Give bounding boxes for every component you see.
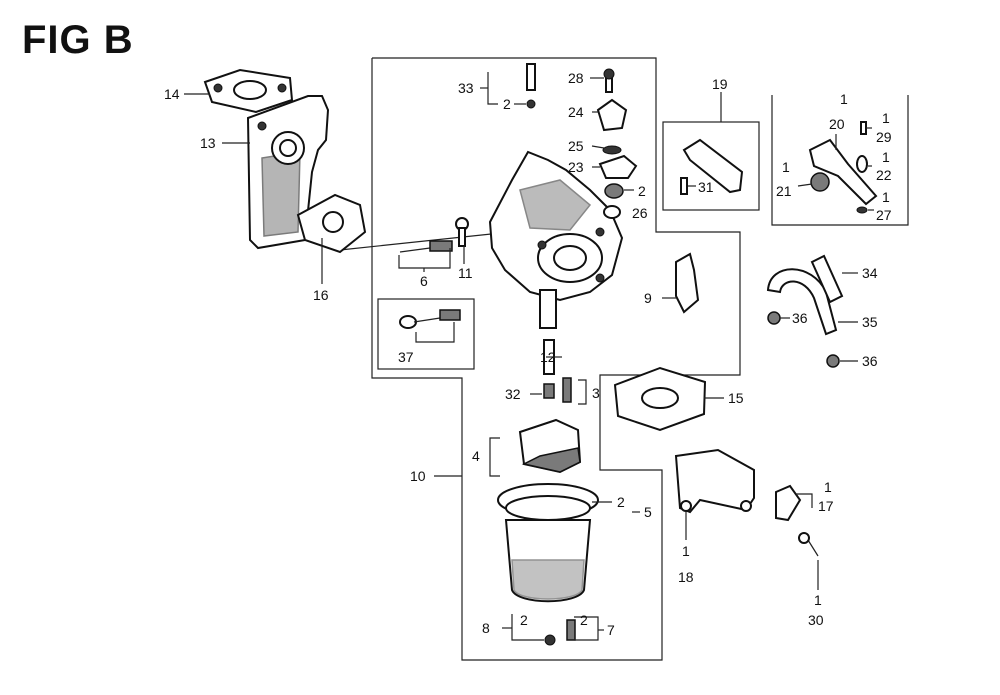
callout-23: 23 <box>568 159 584 175</box>
bolt-30 <box>798 532 819 557</box>
callout-26: 26 <box>632 205 648 221</box>
callout-36-upper: 36 <box>792 310 808 326</box>
callout-35: 35 <box>862 314 878 330</box>
callout-7-qty: 2 <box>580 612 588 628</box>
callout-32: 32 <box>505 386 521 402</box>
gasket-15 <box>613 366 707 432</box>
callout-30-qty: 1 <box>814 592 822 608</box>
bracket-18 <box>674 448 755 514</box>
callout-24: 24 <box>568 104 584 120</box>
callout-27-qty: 1 <box>882 189 890 205</box>
carburetor-assembly-outline <box>371 57 741 661</box>
callout-5-qty: 2 <box>617 494 625 510</box>
lever-19 <box>680 138 744 195</box>
callout-27: 27 <box>876 207 892 223</box>
callout-6: 6 <box>420 273 428 289</box>
part-9 <box>675 252 700 314</box>
lever-19-box <box>662 121 760 211</box>
leader-lines <box>184 72 874 641</box>
callout-4: 4 <box>472 448 480 464</box>
callout-21-qty: 1 <box>782 159 790 175</box>
carburetor-body <box>488 150 624 329</box>
callout-18-qty: 1 <box>682 543 690 559</box>
insulator-gasket-16 <box>296 193 367 254</box>
insulator-connector-line <box>339 231 511 251</box>
callout-9: 9 <box>644 290 652 306</box>
top-screws <box>526 63 638 219</box>
callout-26-qty: 2 <box>638 183 646 199</box>
screws-6-11 <box>399 217 469 253</box>
callout-17-qty: 1 <box>824 479 832 495</box>
callout-18: 18 <box>678 569 694 585</box>
callout-12: 12 <box>540 349 556 365</box>
callout-3: 3 <box>592 385 600 401</box>
callout-5: 5 <box>644 504 652 520</box>
callout-20-qty: 1 <box>840 91 848 107</box>
callout-37: 37 <box>398 349 414 365</box>
callout-16: 16 <box>313 287 329 303</box>
callout-11: 11 <box>458 265 473 281</box>
callout-14: 14 <box>164 86 180 102</box>
callout-30: 30 <box>808 612 824 628</box>
screw-set-37-box <box>377 298 475 370</box>
callout-29-qty: 1 <box>882 110 890 126</box>
callout-19: 19 <box>712 76 728 92</box>
screw-set-37 <box>399 309 461 329</box>
callout-29: 29 <box>876 129 892 145</box>
callout-20: 20 <box>829 116 845 132</box>
callout-34: 34 <box>862 265 878 281</box>
group-outlines <box>339 57 909 661</box>
gasket-14 <box>203 68 294 114</box>
fuel-hoses <box>766 254 844 368</box>
callout-22-qty: 1 <box>882 149 890 165</box>
callout-33-qty: 2 <box>503 96 511 112</box>
callout-31: 31 <box>698 179 714 195</box>
clip-17 <box>775 484 802 522</box>
callout-13: 13 <box>200 135 216 151</box>
callout-33: 33 <box>458 80 474 96</box>
callout-labels: 14 13 16 33 2 28 24 25 23 2 26 6 11 37 1… <box>164 70 892 638</box>
throttle-parts <box>808 121 878 214</box>
throttle-parts-box <box>771 95 909 226</box>
callout-15: 15 <box>728 390 744 406</box>
callout-25: 25 <box>568 138 584 154</box>
callout-17: 17 <box>818 498 834 514</box>
callout-8: 8 <box>482 620 490 636</box>
callout-28: 28 <box>568 70 584 86</box>
callout-36-lower: 36 <box>862 353 878 369</box>
callout-8-qty: 2 <box>520 612 528 628</box>
callout-22: 22 <box>876 167 892 183</box>
float-4 <box>518 418 582 474</box>
callout-21: 21 <box>776 183 792 199</box>
float-chamber-5 <box>497 483 599 646</box>
figure-title: FIG B <box>22 18 134 62</box>
callout-10: 10 <box>410 468 426 484</box>
callout-7: 7 <box>607 622 615 638</box>
